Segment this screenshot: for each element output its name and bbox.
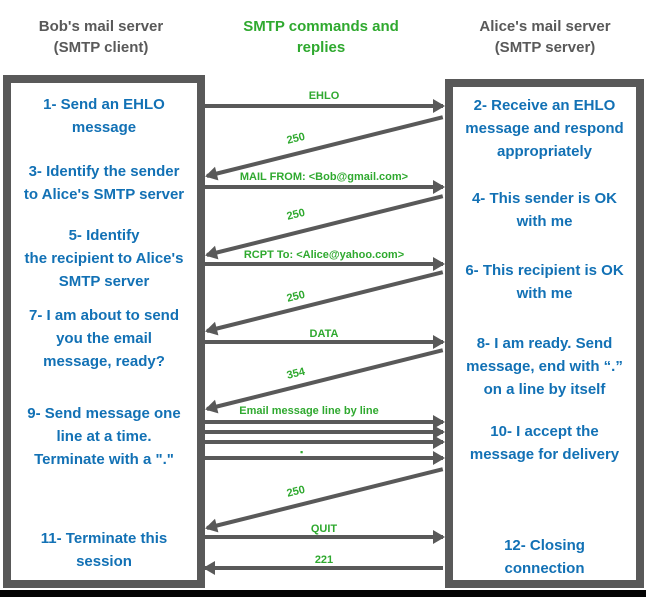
client-column-header: Bob's mail server (SMTP client) <box>38 18 164 56</box>
arrow-email-line-1 <box>205 415 445 429</box>
arrow-mail-from <box>205 180 445 194</box>
arrow-email-line-3 <box>205 435 445 449</box>
label-email-lines: Email message line by line <box>239 405 379 417</box>
arrow-reply-250-2 <box>206 194 444 257</box>
server-step-12: 12- Closing connection <box>504 537 585 577</box>
commands-column-header: SMTP commands and replies <box>243 18 399 56</box>
label-250-1: 250 <box>285 130 307 147</box>
client-step-7: 7- I am about to send you the email mess… <box>28 307 179 370</box>
label-quit: QUIT <box>310 523 338 535</box>
bottom-bar <box>0 590 646 597</box>
server-step-2: 2- Receive an EHLO message and respond a… <box>465 97 624 160</box>
client-box: 1- Send an EHLO message 3- Identify the … <box>3 75 205 588</box>
arrow-data <box>205 335 445 349</box>
arrow-reply-221 <box>203 561 443 575</box>
client-step-9: 9- Send message one line at a time. Term… <box>27 405 181 468</box>
arrow-email-line-2 <box>205 425 445 439</box>
label-mail-from: MAIL FROM: <Bob@gmail.com> <box>239 171 409 183</box>
label-354: 354 <box>285 365 307 382</box>
label-250-2: 250 <box>285 206 307 223</box>
server-step-4: 4- This sender is OK with me <box>471 190 618 230</box>
label-250-4: 250 <box>285 483 307 500</box>
dot-marker: ▪ <box>300 447 304 457</box>
client-step-5: 5- Identify the recipient to Alice's SMT… <box>24 227 184 290</box>
server-step-6: 6- This recipient is OK with me <box>465 262 624 302</box>
client-step-1: 1- Send an EHLO message <box>43 96 165 136</box>
arrow-reply-250-1 <box>206 115 444 178</box>
arrow-reply-354 <box>206 348 444 411</box>
server-step-8: 8- I am ready. Send message, end with “.… <box>466 335 623 398</box>
server-box: 2- Receive an EHLO message and respond a… <box>445 79 644 588</box>
arrow-reply-250-4 <box>206 467 444 530</box>
label-data: DATA <box>309 328 339 340</box>
client-step-11: 11- Terminate this session <box>40 530 168 570</box>
arrow-terminating-dot <box>205 451 445 465</box>
label-rcpt-to: RCPT To: <Alice@yahoo.com> <box>243 249 405 261</box>
arrow-ehlo <box>205 99 445 113</box>
client-step-3: 3- Identify the sender to Alice's SMTP s… <box>23 163 185 203</box>
arrow-reply-250-3 <box>206 270 444 333</box>
server-step-10: 10- I accept the message for delivery <box>469 423 620 463</box>
label-221: 221 <box>314 554 334 566</box>
arrow-quit <box>205 530 445 544</box>
label-250-3: 250 <box>285 288 307 305</box>
label-ehlo: EHLO <box>308 90 340 102</box>
arrow-rcpt-to <box>205 257 445 271</box>
server-column-header: Alice's mail server (SMTP server) <box>479 18 611 56</box>
